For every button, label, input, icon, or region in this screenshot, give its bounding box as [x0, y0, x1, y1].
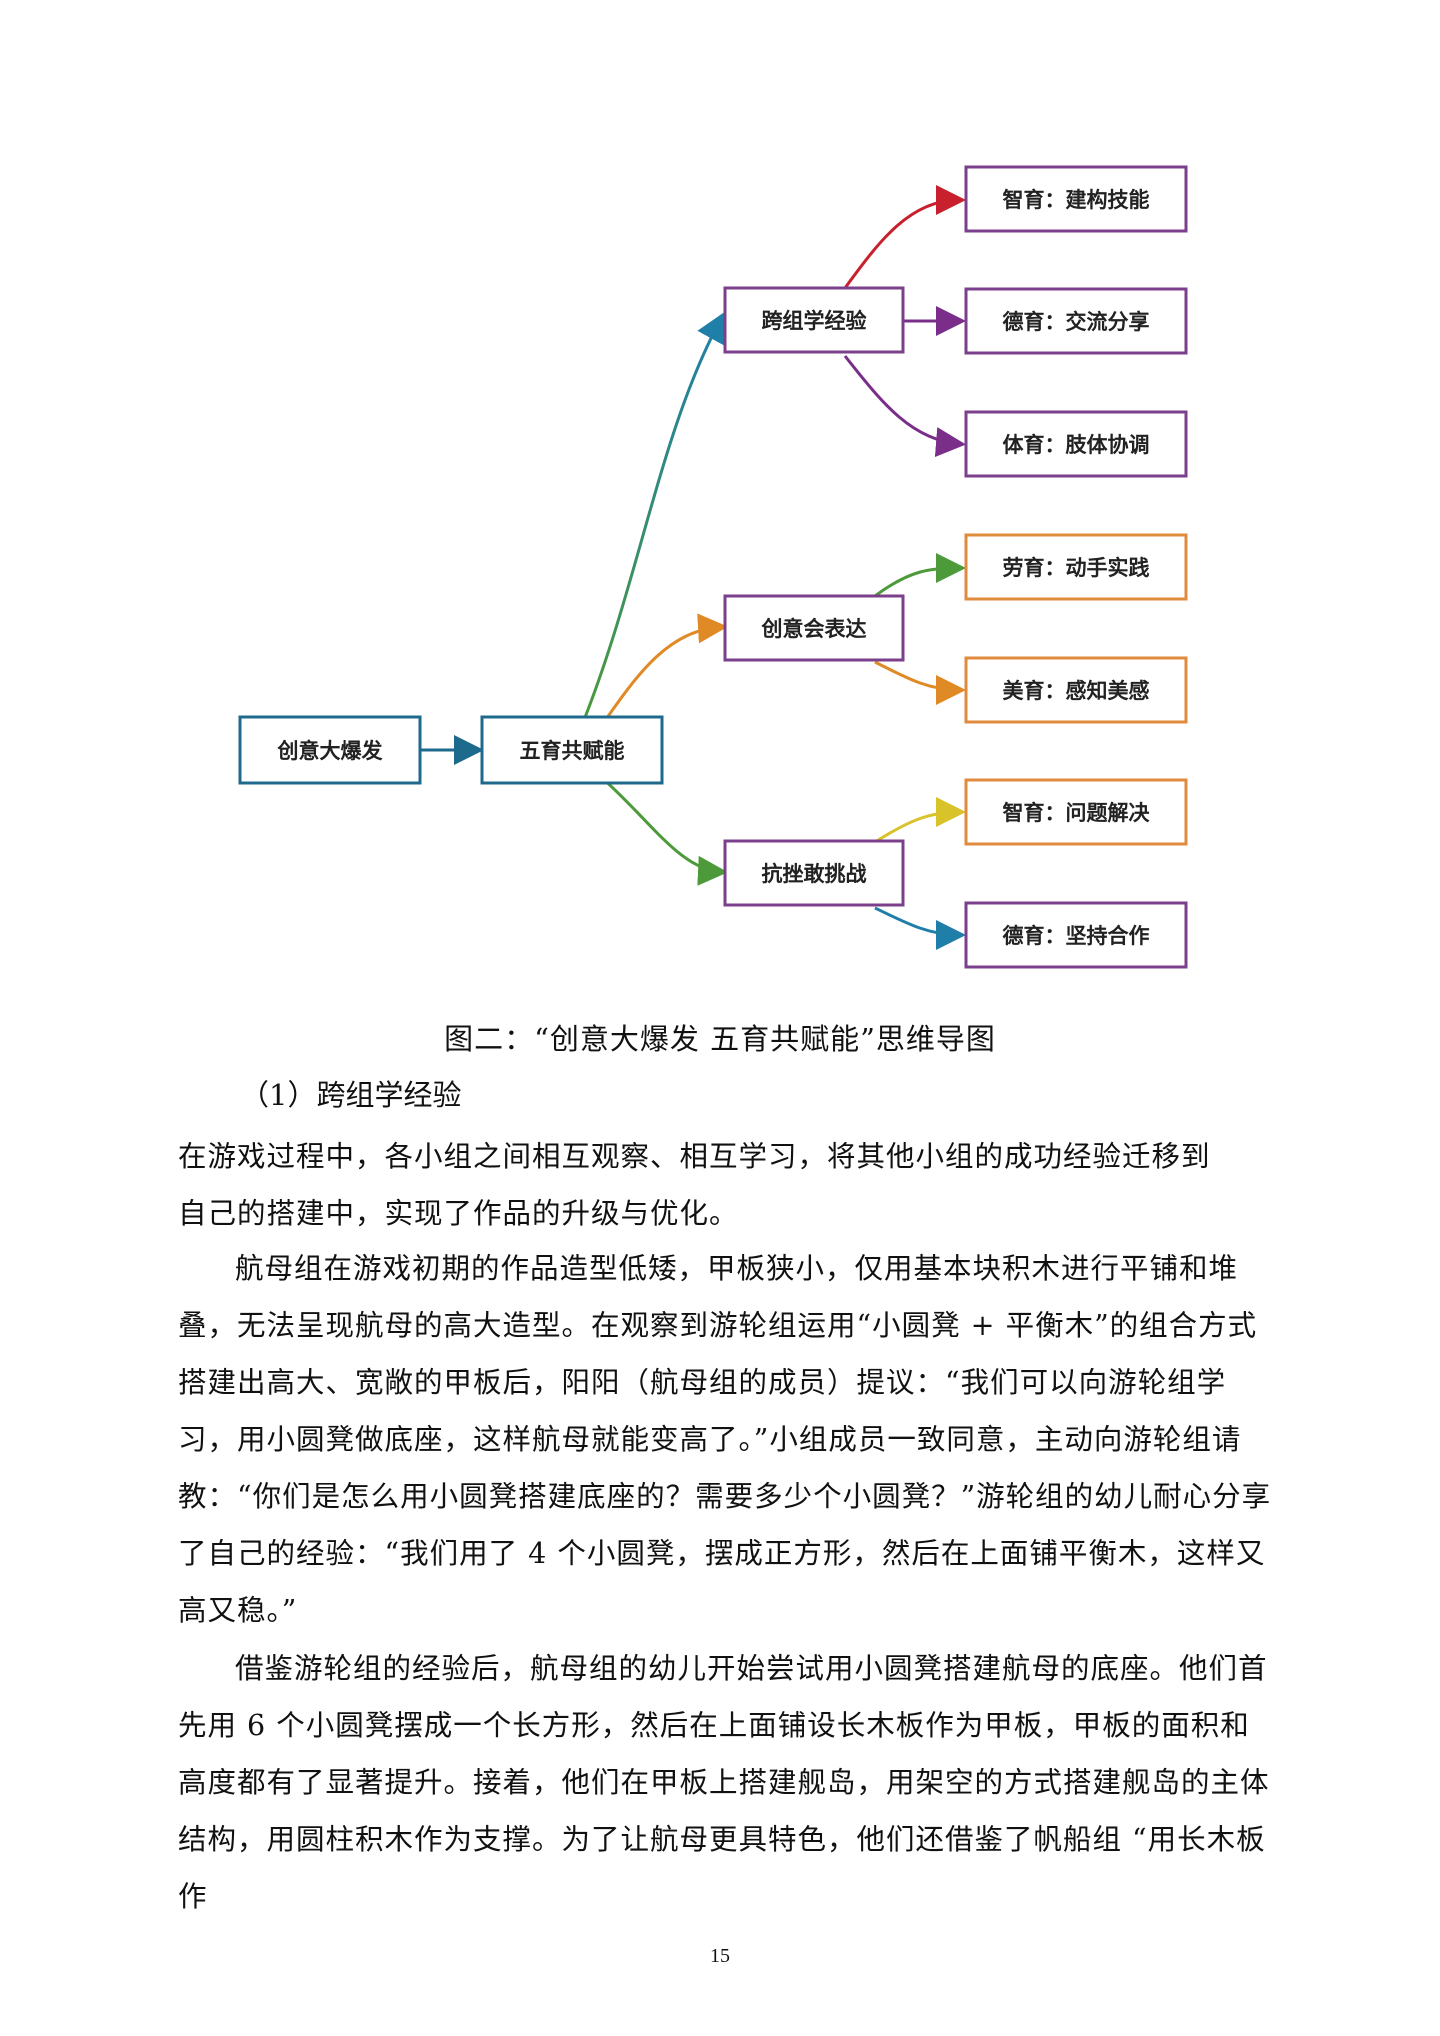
branch-2-to-leaf-1-arrow — [874, 553, 966, 598]
center-to-branch-1-arrow — [580, 311, 725, 726]
center-node: 五育共赋能 — [480, 715, 664, 785]
branch-node-1: 跨组学经验 — [723, 286, 905, 354]
paragraph: 借鉴游轮组的经验后，航母组的幼儿开始尝试用小圆凳搭建航母的底座。他们首先用 6 … — [178, 1652, 1270, 1913]
leaf-node: 美育：感知美感 — [964, 656, 1188, 724]
section-heading: （1）跨组学经验 — [240, 1078, 462, 1112]
leaf-node: 劳育：动手实践 — [964, 533, 1188, 601]
paragraph: 航母组在游戏初期的作品造型低矮，甲板狭小，仅用基本块积木进行平铺和堆叠，无法呈现… — [178, 1252, 1272, 1627]
connectors — [421, 185, 966, 950]
leaf-node-label: 智育：问题解决 — [1003, 801, 1151, 825]
branch-node-label: 创意会表达 — [761, 617, 867, 641]
mind-map-diagram: 创意大爆发 五育共赋能 跨组学经验 创意会表达 抗挫敢挑战 智育：建构技能 德育… — [238, 165, 1188, 969]
leaf-node-label: 德育：交流分享 — [1003, 310, 1150, 334]
figure-caption: 图二：“创意大爆发 五育共赋能”思维导图 — [444, 1022, 996, 1056]
leaf-node: 智育：问题解决 — [964, 778, 1188, 846]
branch-1-to-leaf-3-arrow — [843, 355, 966, 458]
leaf-node-label: 体育：肢体协调 — [1003, 433, 1150, 457]
paragraph: 在游戏过程中，各小组之间相互观察、相互学习，将其他小组的成功经验迁移到自己的搭建… — [178, 1140, 1211, 1230]
branch-node-label: 跨组学经验 — [762, 309, 867, 333]
branch-node-3: 抗挫敢挑战 — [723, 839, 905, 907]
branch-2-to-leaf-2-arrow — [874, 660, 966, 705]
leaf-node-label: 德育：坚持合作 — [1003, 924, 1150, 948]
leaf-node-label: 劳育：动手实践 — [1003, 556, 1150, 580]
leaf-node: 德育：坚持合作 — [964, 901, 1188, 969]
branch-3-to-leaf-1-arrow — [874, 797, 966, 844]
root-node-label: 创意大爆发 — [277, 739, 384, 763]
center-to-branch-2-arrow — [600, 613, 728, 726]
branch-node-label: 抗挫敢挑战 — [762, 862, 867, 886]
leaf-node: 智育：建构技能 — [964, 165, 1188, 233]
leaf-node: 体育：肢体协调 — [964, 410, 1188, 478]
center-to-branch-3-arrow — [601, 776, 728, 886]
leaf-node-label: 智育：建构技能 — [1003, 188, 1150, 212]
center-node-label: 五育共赋能 — [520, 739, 625, 763]
branch-1-to-leaf-1-arrow — [843, 185, 966, 289]
page-number: 15 — [710, 1945, 730, 1967]
branch-node-2: 创意会表达 — [723, 594, 905, 662]
leaf-node: 德育：交流分享 — [964, 287, 1188, 355]
leaf-node-label: 美育：感知美感 — [1003, 679, 1150, 703]
root-node: 创意大爆发 — [238, 715, 422, 785]
branch-3-to-leaf-2-arrow — [874, 906, 966, 950]
